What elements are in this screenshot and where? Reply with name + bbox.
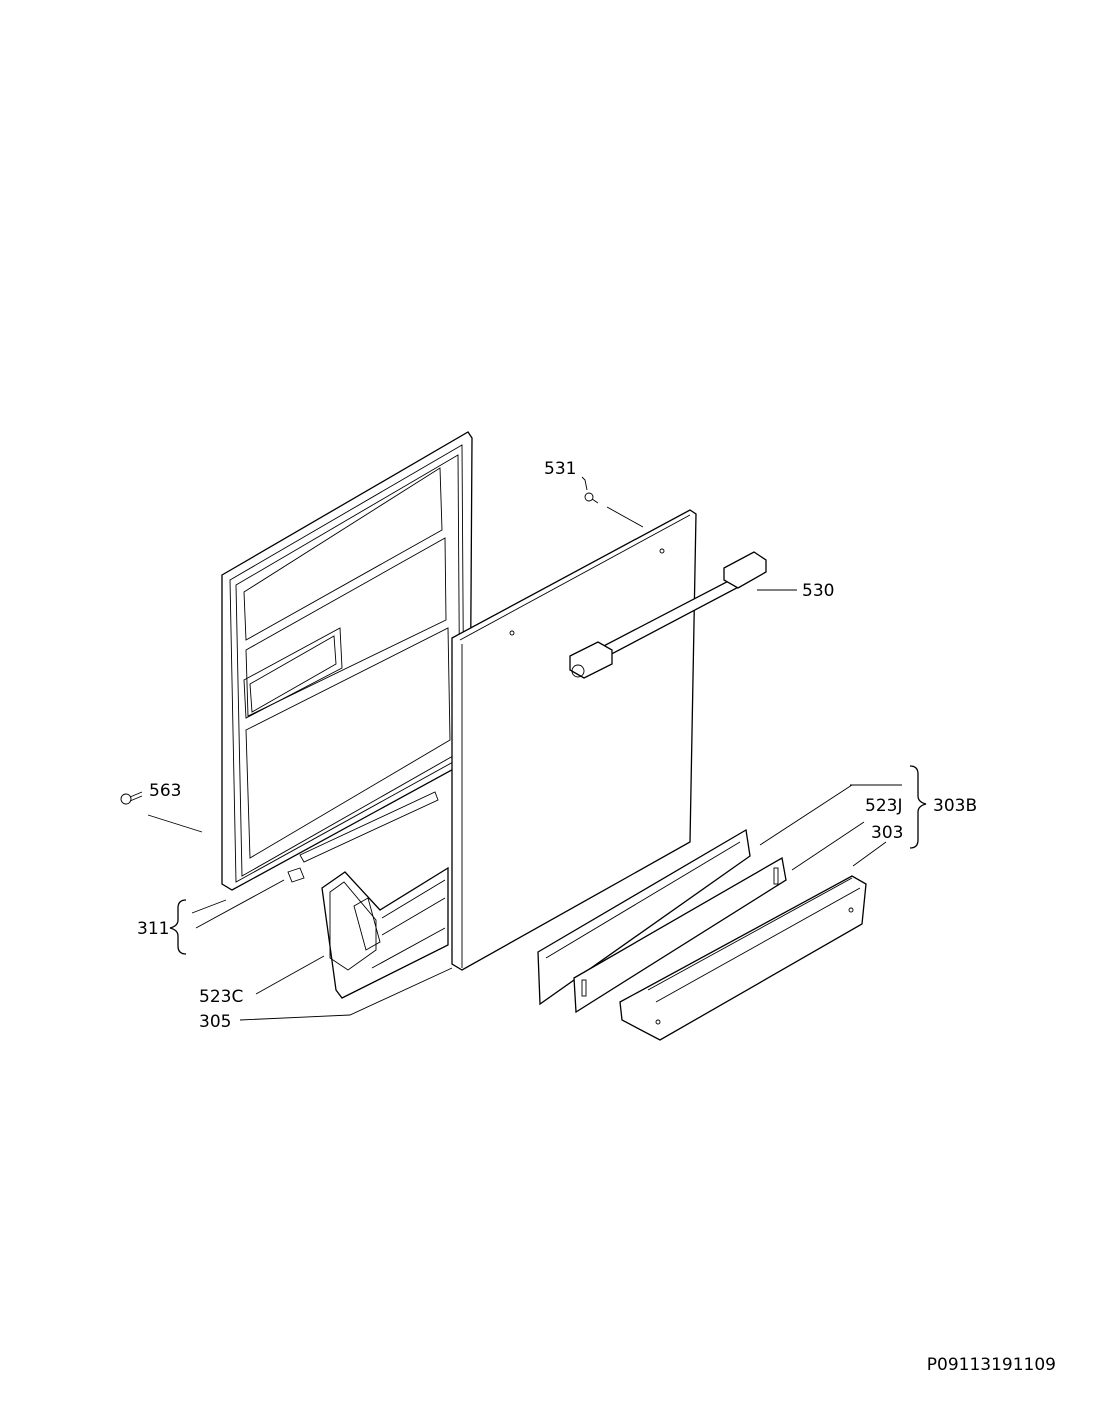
label-303: 303: [871, 823, 903, 843]
label-311: 311: [137, 919, 169, 939]
label-523J: 523J: [865, 796, 902, 816]
drawing-code: P09113191109: [927, 1355, 1056, 1375]
label-531: 531: [544, 459, 576, 479]
brace-303B: [909, 765, 927, 849]
screw-531: [584, 492, 599, 504]
label-563: 563: [149, 781, 181, 801]
label-530: 530: [802, 581, 834, 601]
hinge-bracket: [287, 866, 449, 999]
plinth-rail: [619, 875, 867, 1041]
leader-lines: [147, 476, 902, 1021]
plinth-front-panel: [537, 828, 751, 1006]
label-305: 305: [199, 1012, 231, 1032]
screw-563: [120, 791, 143, 805]
label-303B: 303B: [933, 796, 977, 816]
outer-door-panel: [451, 509, 697, 971]
plinth-strip: [573, 856, 787, 1014]
inner-door-panel: [221, 431, 473, 891]
brace-311: [169, 899, 187, 955]
label-523C: 523C: [199, 987, 243, 1007]
door-handle: [569, 551, 767, 679]
